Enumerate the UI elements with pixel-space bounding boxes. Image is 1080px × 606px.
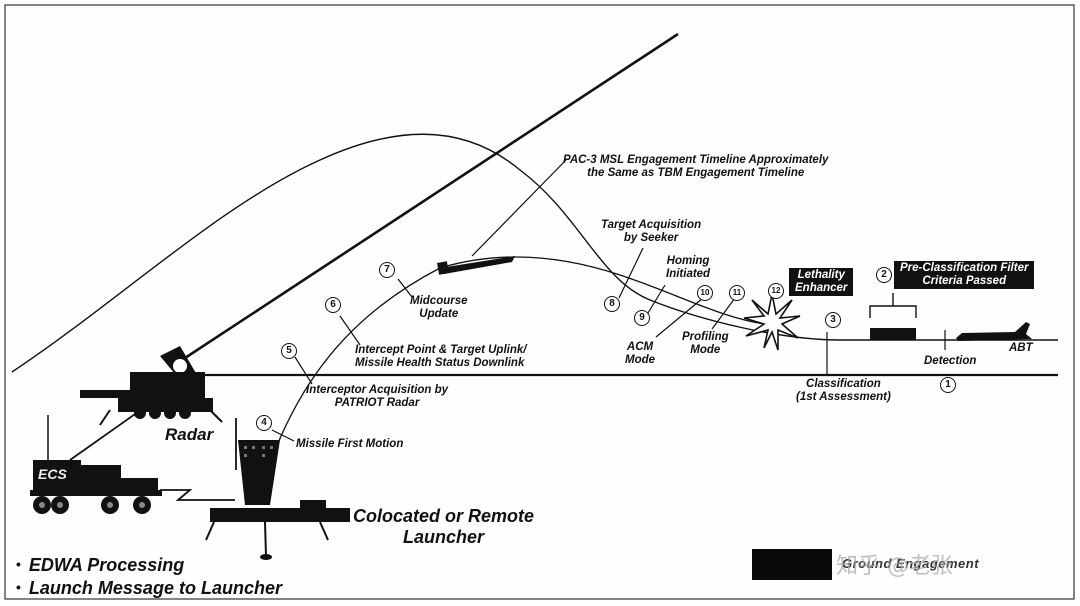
label-preclass-line-2: Criteria Passed (922, 275, 1007, 287)
preclass-bracket (869, 293, 917, 340)
event-marker-3: 3 (825, 312, 841, 328)
label-radar: Radar (165, 425, 214, 444)
label-launcher-line-2: Launcher (403, 527, 485, 547)
engagement-timeline-callout: PAC-3 MSL Engagement Timeline Approximat… (563, 154, 828, 180)
label-midcourse-update: Midcourse Update (410, 295, 468, 321)
label-lethality-line-1: Lethality (797, 269, 845, 281)
label-target-acq-line-1: Target Acquisition (601, 219, 702, 231)
label-preclass-line-1: Pre-Classification Filter (900, 262, 1029, 274)
label-uplink-line-1: Intercept Point & Target Uplink/ (355, 344, 527, 356)
event-marker-8: 8 (604, 296, 620, 312)
callout-leader (471, 159, 567, 257)
label-abt: ABT (1009, 342, 1033, 354)
bullet-launch-message: Launch Message to Launcher (16, 576, 282, 599)
label-acq-line-1: Interceptor Acquisition by (306, 384, 449, 396)
label-launcher-line-1: Colocated or Remote (353, 506, 535, 526)
label-first-motion-line-1: Missile First Motion (296, 438, 404, 450)
label-classification-line-2: (1st Assessment) (796, 391, 891, 403)
callout-line-2: the Same as TBM Engagement Timeline (587, 167, 805, 179)
watermark: 知乎 @老张 (836, 554, 953, 579)
label-classification: Classification (1st Assessment) (796, 378, 891, 404)
event-marker-7: 7 (379, 262, 395, 278)
process-bullets: EDWA Processing Launch Message to Launch… (16, 553, 282, 599)
label-midcourse-line-1: Midcourse (410, 295, 468, 307)
label-intercept-uplink: Intercept Point & Target Uplink/ Missile… (355, 344, 526, 370)
label-profiling-mode: Profiling Mode (682, 331, 729, 357)
legend-swatch (752, 549, 832, 580)
pac3-missile-icon (437, 256, 515, 275)
label-uplink-line-2: Missile Health Status Downlink (355, 357, 525, 369)
label-missile-first-motion: Missile First Motion (296, 438, 403, 451)
label-lethality-enhancer-box: Lethality Enhancer (789, 268, 854, 296)
event-marker-2: 2 (876, 267, 892, 283)
explosion-icon (743, 293, 801, 351)
event-marker-6: 6 (325, 297, 341, 313)
label-classification-line-1: Classification (806, 378, 881, 390)
label-preclassification-box: Pre-Classification Filter Criteria Passe… (894, 261, 1035, 289)
tbm-trajectory (11, 133, 1058, 373)
radar-beam-line (184, 32, 679, 360)
event-marker-11: 11 (729, 285, 745, 301)
interceptor-trajectory (274, 256, 771, 451)
label-detection: Detection (924, 355, 976, 368)
frame-border (4, 4, 1075, 600)
label-lethality-line-2: Enhancer (795, 282, 848, 294)
launcher-icon (205, 440, 350, 560)
radar-vehicle-icon (80, 346, 223, 426)
label-target-acq-line-2: by Seeker (623, 232, 679, 244)
event-marker-10: 10 (697, 285, 713, 301)
label-homing-initiated: Homing Initiated (666, 255, 710, 281)
legend-label: Ground Engagement (842, 556, 980, 571)
event-leaders (271, 247, 946, 442)
label-acq-line-2: PATRIOT Radar (334, 397, 420, 409)
label-launcher: Colocated or Remote Launcher (353, 506, 534, 548)
label-detection-line-1: Detection (924, 355, 977, 367)
event-marker-4: 4 (256, 415, 272, 431)
label-target-acquisition: Target Acquisition by Seeker (601, 219, 701, 245)
comm-links (69, 411, 237, 501)
label-interceptor-acquisition: Interceptor Acquisition by PATRIOT Radar (306, 384, 448, 410)
label-homing-line-1: Homing (666, 255, 710, 267)
label-acm-line-2: Mode (625, 354, 656, 366)
label-acm-mode: ACM Mode (625, 341, 655, 367)
bullet-edwa: EDWA Processing (16, 553, 282, 576)
label-ecs: ECS (38, 466, 67, 482)
label-midcourse-line-2: Update (419, 308, 459, 320)
label-profiling-line-2: Mode (690, 344, 721, 356)
event-marker-12: 12 (768, 283, 784, 299)
label-profiling-line-1: Profiling (682, 331, 729, 343)
event-marker-1: 1 (940, 377, 956, 393)
event-marker-5: 5 (281, 343, 297, 359)
ecs-truck-icon (30, 415, 162, 514)
callout-line-1: PAC-3 MSL Engagement Timeline Approximat… (563, 154, 829, 166)
event-marker-9: 9 (634, 310, 650, 326)
label-acm-line-1: ACM (626, 341, 654, 353)
label-homing-line-2: Initiated (666, 268, 711, 280)
abt-target-icon (956, 322, 1032, 341)
